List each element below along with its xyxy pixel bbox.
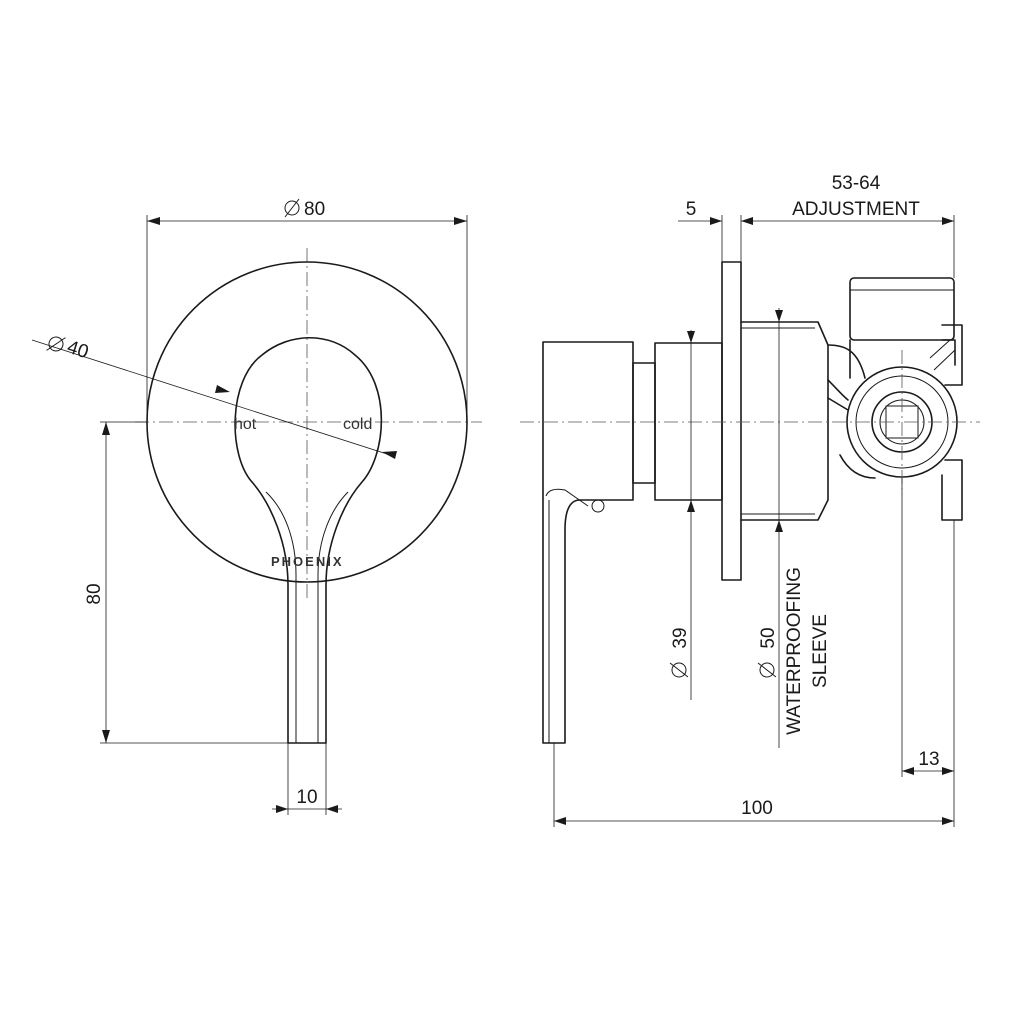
sleeve-label-line1: WATERPROOFING [784, 567, 805, 735]
handle-hub-step [632, 362, 656, 484]
waterproofing-sleeve [740, 321, 829, 521]
dim-arrow [775, 310, 783, 322]
lever-handle-outline [234, 337, 383, 744]
dim-arrow [215, 385, 230, 393]
bracket-lug-top [941, 324, 963, 386]
hot-label: hot [234, 416, 257, 433]
dim-arrow [326, 805, 338, 813]
dim-arrow [276, 805, 288, 813]
dim-arrow [687, 500, 695, 512]
bracket-arm [929, 339, 956, 371]
dim-arrow [902, 767, 914, 775]
dim-arrow [942, 817, 954, 825]
hub-diameter-value: 40 [64, 337, 91, 364]
diameter-symbol [669, 662, 689, 678]
dim-arrow [102, 422, 110, 435]
lever-inner-contour-right [317, 491, 349, 743]
overall-depth-value: 100 [741, 798, 773, 819]
sleeve-label-line2: SLEEVE [810, 614, 831, 688]
dim-arrow [554, 817, 566, 825]
dim-arrow [454, 217, 467, 225]
spindle-sleeve [654, 342, 723, 501]
dim-arrow [775, 520, 783, 532]
front-view: hot cold PHOENIX 80 40 80 [31, 198, 482, 815]
adjustment-range-value: 53-64 [832, 173, 881, 194]
brand-logo: PHOENIX [271, 554, 344, 569]
dim-arrow [710, 217, 722, 225]
valve-lower-arm [827, 379, 876, 479]
diameter-symbol [284, 198, 300, 218]
dim-arrow [382, 451, 397, 459]
side-lever-curve [545, 488, 589, 507]
valve-body [827, 277, 963, 521]
diameter-symbol [757, 662, 777, 678]
valve-top-port [849, 277, 955, 341]
lever-inner-contour-left [265, 491, 297, 743]
dim-arrow [102, 730, 110, 743]
side-view: 5 53-64 ADJUSTMENT 39 50 WATERPROOFING S… [520, 173, 980, 827]
valve-neck [827, 339, 866, 379]
adjustment-label: ADJUSTMENT [792, 199, 920, 220]
bracket-lug-bottom [941, 459, 963, 521]
cold-label: cold [343, 416, 372, 433]
plate-diameter-value: 80 [304, 199, 325, 220]
side-lever-outline [542, 341, 634, 744]
side-cover-plate [721, 261, 742, 581]
spindle-diameter-value: 39 [670, 627, 691, 648]
dim-arrow [147, 217, 160, 225]
grub-screw [591, 499, 605, 513]
overall-height-value: 80 [84, 583, 105, 604]
sleeve-diameter-value: 50 [758, 627, 779, 648]
plate-thickness-value: 5 [686, 199, 697, 220]
lever-width-value: 10 [296, 787, 317, 808]
diameter-symbol [46, 336, 66, 352]
dim-arrow [942, 217, 954, 225]
dim-arrow [942, 767, 954, 775]
inlet-offset-value: 13 [918, 749, 939, 770]
hub-diameter-leader [31, 339, 391, 456]
dim-arrow [687, 331, 695, 343]
